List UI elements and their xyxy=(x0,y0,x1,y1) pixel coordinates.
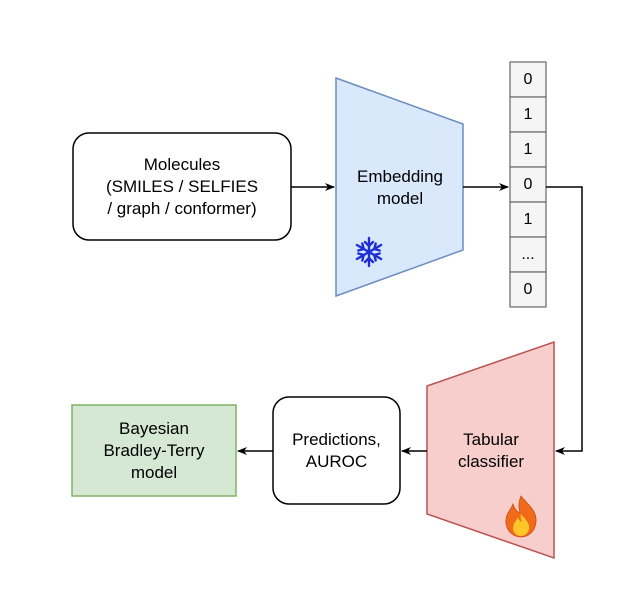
embedding-model-shape xyxy=(335,76,464,298)
vector-cell-5: 1 xyxy=(523,210,533,228)
embedding-model-label: Embedding model xyxy=(356,167,443,208)
predictions-label: Predictions, AUROC xyxy=(292,429,381,471)
tabular-classifier-label: Tabular classifier xyxy=(457,430,525,471)
embedding-vector-cells xyxy=(509,61,547,308)
fire-icon xyxy=(505,495,537,538)
vector-cell-7: 0 xyxy=(523,280,533,298)
vector-cell-3: 1 xyxy=(523,140,533,158)
vector-cell-1: 0 xyxy=(523,70,533,88)
bradley-terry-label: Bayesian Bradley-Terry model xyxy=(103,418,205,482)
vector-cell-4: 0 xyxy=(523,175,533,193)
snowflake-icon xyxy=(355,236,383,268)
vector-cell-ellipsis: ... xyxy=(521,245,535,263)
vector-cell-2: 1 xyxy=(523,105,533,123)
molecules-label: Molecules (SMILES / SELFIES / graph / co… xyxy=(105,154,259,218)
arrow-vector-to-classifier xyxy=(546,186,583,455)
bradley-terry-box xyxy=(71,404,237,497)
